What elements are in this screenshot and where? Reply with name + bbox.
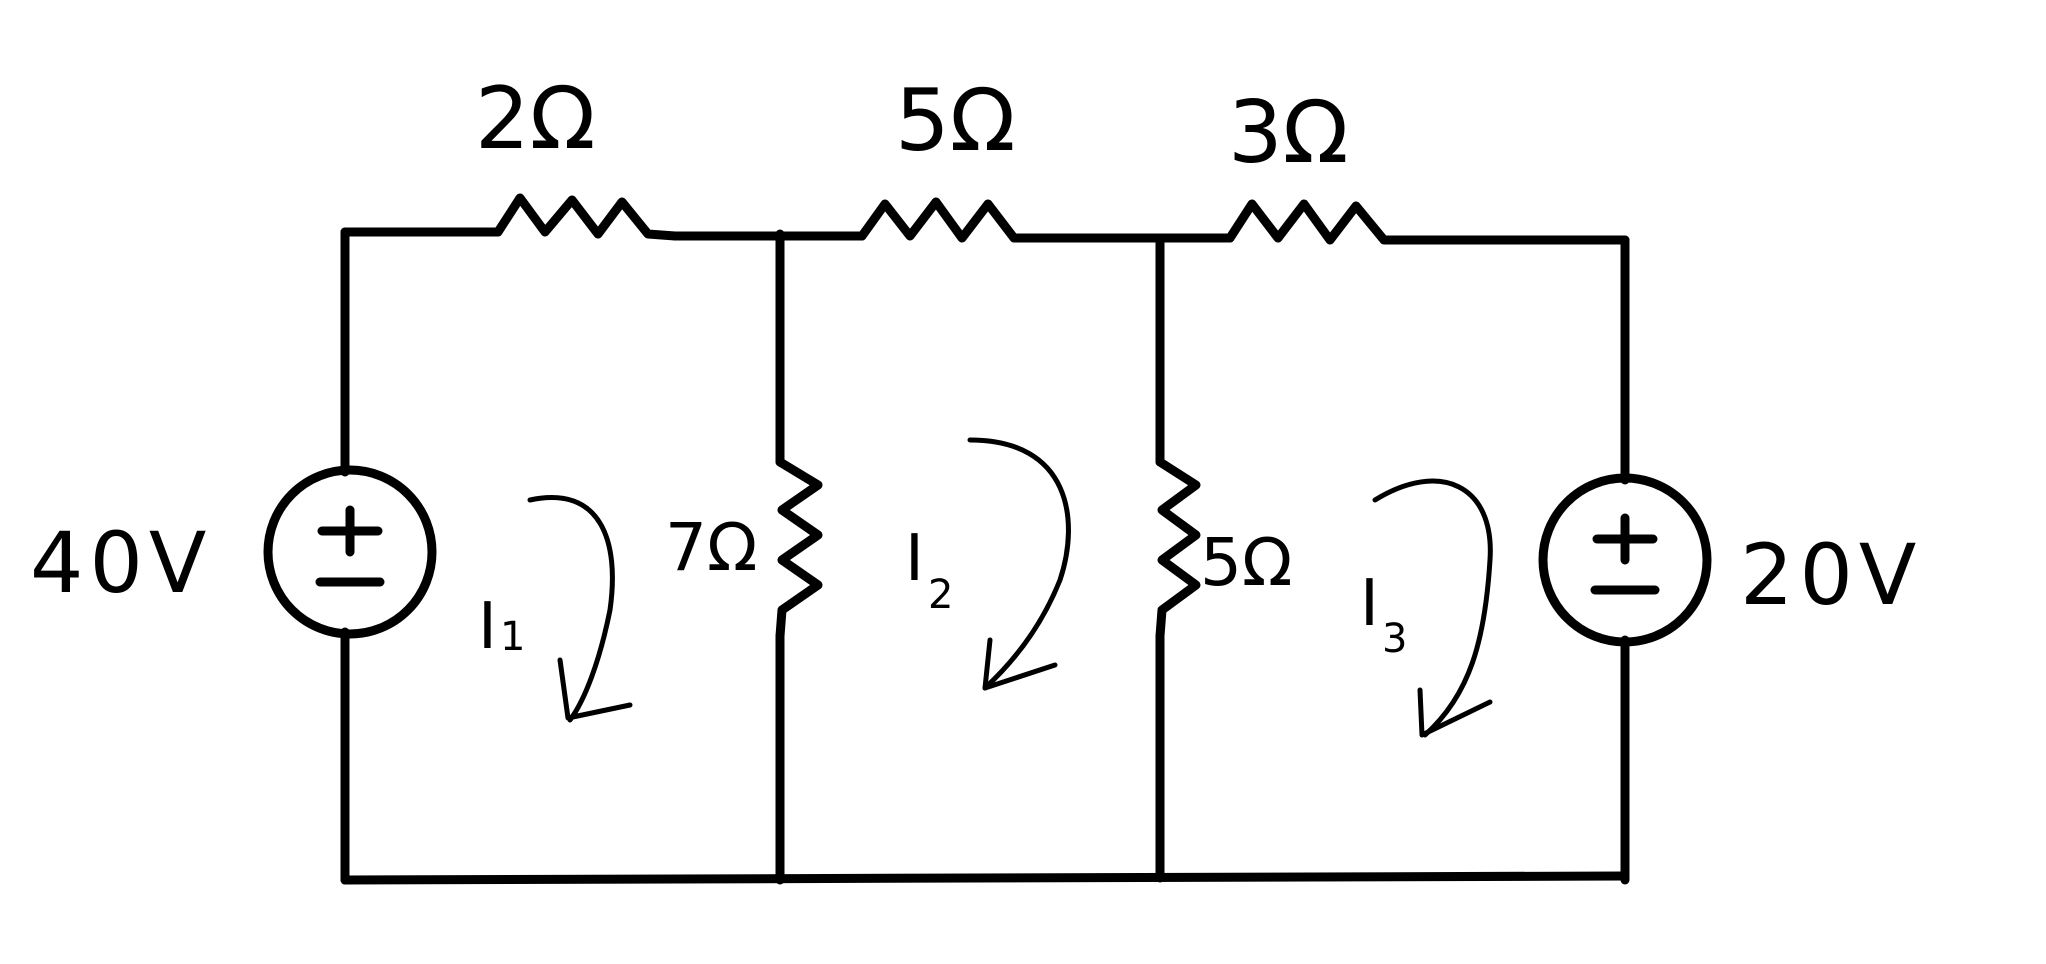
resistor-shunt-left	[775, 457, 823, 641]
source-circle	[263, 465, 437, 639]
label-resistor-shunt-right: 5Ω	[1200, 524, 1292, 601]
resistor-zigzag	[857, 197, 1045, 243]
resistor-zigzag	[1225, 199, 1415, 245]
curved-arrow-icon	[1372, 478, 1493, 738]
wire-bottom	[340, 871, 1630, 885]
mesh-label-letter: I	[1360, 567, 1379, 641]
resistor-zigzag	[1155, 457, 1201, 641]
label-resistor-top-left: 2Ω	[475, 69, 595, 169]
wires	[340, 227, 1630, 885]
resistor-top-left	[493, 193, 680, 241]
mesh-label-letter: I	[478, 590, 497, 664]
resistor-top-right	[1225, 199, 1415, 245]
plus-sign-icon	[317, 505, 383, 557]
resistor-top-mid	[857, 197, 1045, 243]
arrow-head-icon	[557, 657, 633, 721]
mesh-arrow-1	[527, 495, 633, 723]
mesh-label-subscript: 2	[928, 572, 953, 618]
mesh-arrow-3	[1372, 478, 1493, 738]
label-source-left: 40V	[30, 514, 212, 612]
curved-arrow-icon	[967, 437, 1071, 691]
voltage-source-left	[263, 465, 437, 639]
resistor-zigzag	[493, 193, 680, 241]
voltage-source-right	[1538, 473, 1712, 647]
label-resistor-shunt-left: 7Ω	[665, 509, 757, 586]
source-circle	[1538, 473, 1712, 647]
label-resistor-top-right: 3Ω	[1228, 83, 1348, 183]
curved-arrow-icon	[527, 495, 615, 723]
mesh-label-3: I 3	[1360, 567, 1407, 662]
resistor-zigzag	[775, 457, 823, 641]
mesh-label-1: I 1	[478, 590, 525, 664]
arrow-head-icon	[982, 637, 1058, 691]
mesh-arrow-2	[967, 437, 1071, 691]
mesh-label-subscript: 3	[1382, 616, 1407, 662]
mesh-label-2: I 2	[905, 522, 953, 618]
mesh-label-letter: I	[905, 522, 924, 596]
resistor-shunt-right	[1155, 457, 1201, 641]
arrow-head-icon	[1417, 687, 1493, 738]
mesh-label-subscript: 1	[500, 614, 525, 660]
label-source-right: 20V	[1740, 526, 1922, 624]
label-resistor-top-mid: 5Ω	[895, 71, 1015, 171]
plus-sign-icon	[1592, 513, 1658, 565]
